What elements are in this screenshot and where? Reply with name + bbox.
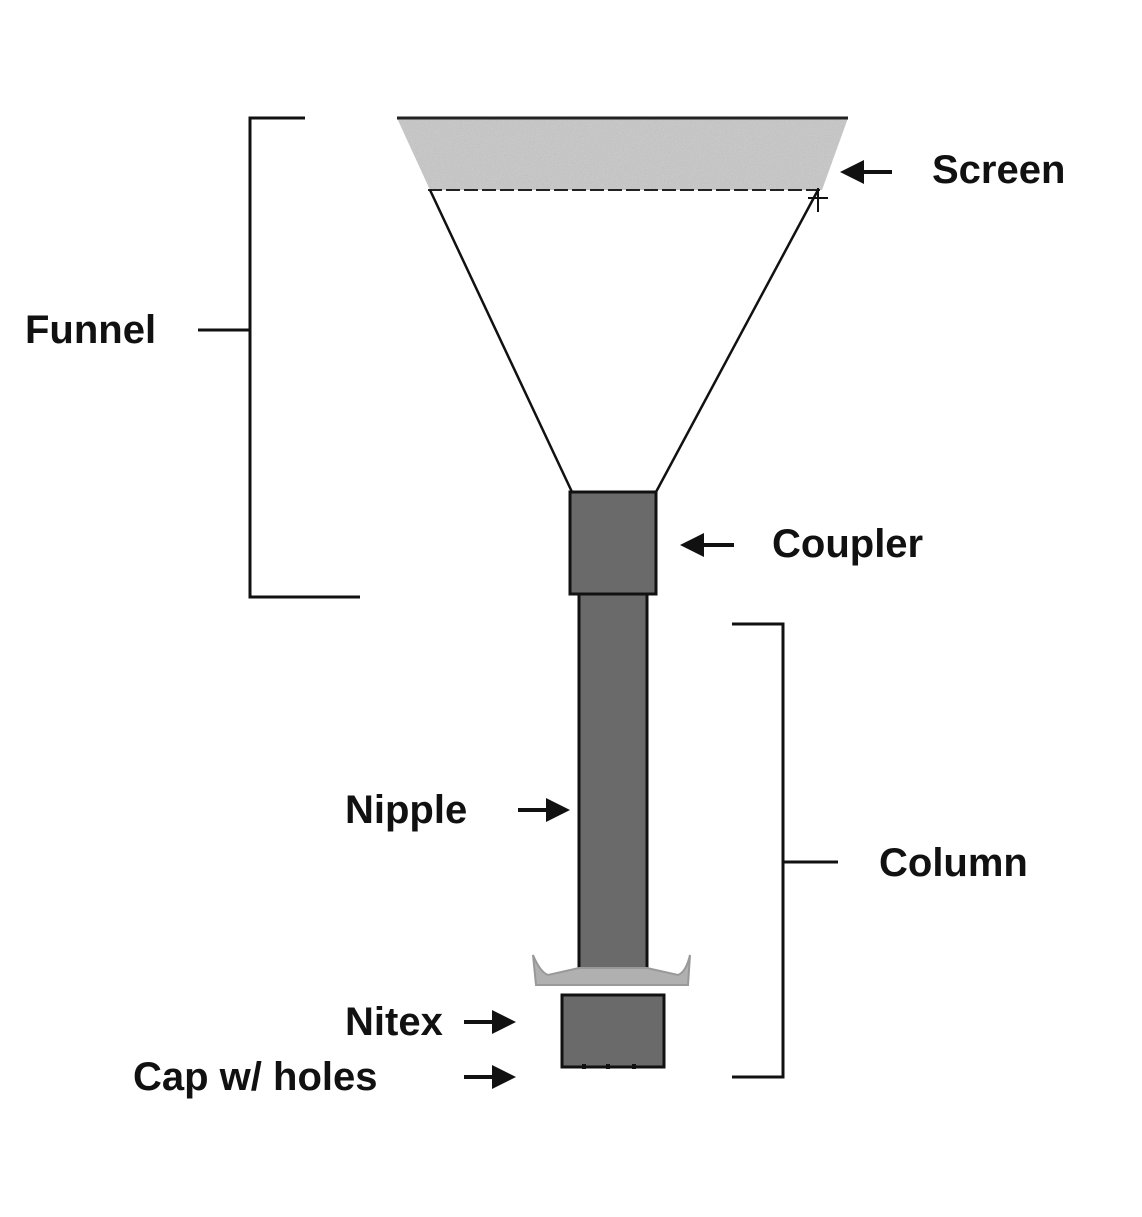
screen-label: Screen bbox=[932, 148, 1066, 192]
nipple-arrow bbox=[518, 798, 570, 822]
nitex-mesh bbox=[532, 954, 691, 986]
funnel-bracket bbox=[198, 116, 360, 599]
screen-tick bbox=[808, 188, 828, 212]
coupler-arrow bbox=[680, 533, 734, 557]
funnel-cone bbox=[428, 189, 820, 493]
cap-holes bbox=[582, 1064, 636, 1069]
screen-mesh bbox=[397, 118, 848, 190]
funnel-label: Funnel bbox=[25, 308, 157, 352]
coupler-label: Coupler bbox=[772, 522, 924, 566]
nipple-pipe bbox=[577, 592, 649, 986]
cap-label: Cap w/ holes bbox=[133, 1055, 378, 1099]
cap-with-holes bbox=[560, 993, 666, 1069]
column-bracket bbox=[732, 622, 838, 1079]
nitex-arrow bbox=[464, 1010, 516, 1034]
column-label: Column bbox=[879, 841, 1028, 885]
cap-arrow bbox=[464, 1065, 516, 1089]
nitex-label: Nitex bbox=[345, 1000, 443, 1044]
screen-arrow bbox=[840, 160, 892, 184]
nipple-label: Nipple bbox=[345, 788, 468, 832]
coupler bbox=[568, 490, 658, 596]
